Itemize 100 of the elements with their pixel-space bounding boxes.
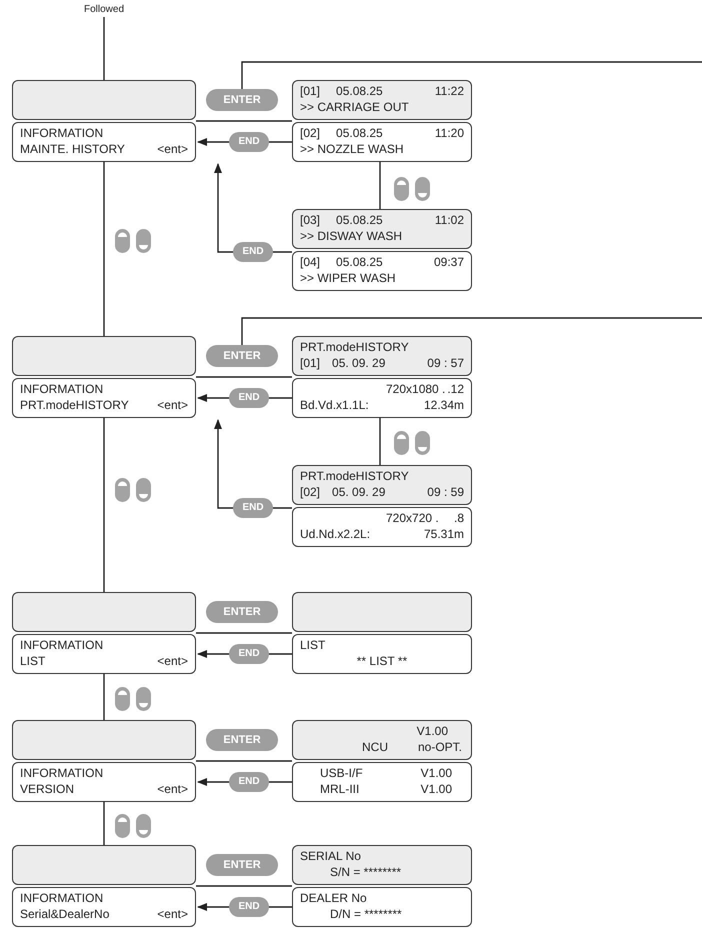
- lcd-text: >> NOZZLE WASH: [300, 141, 404, 157]
- lcd-screen: [12, 634, 196, 674]
- lcd-text: PRT.modeHISTORY: [20, 397, 129, 413]
- end-key: END: [229, 644, 269, 664]
- lcd-text: [02]: [300, 484, 320, 500]
- lcd-text: INFORMATION: [20, 637, 104, 653]
- enter-key: ENTER: [206, 854, 278, 876]
- flow-start-label: Followed: [80, 3, 128, 17]
- lcd-text: Serial&DealerNo: [20, 906, 110, 922]
- lcd-text: LIST: [20, 653, 46, 669]
- lcd-screen: [12, 887, 196, 927]
- end-key: END: [229, 772, 269, 792]
- lcd-text: no-OPT.: [418, 739, 462, 755]
- lcd-text: VERSION: [20, 781, 74, 797]
- lcd-screen: [292, 465, 472, 505]
- lcd-text: INFORMATION: [20, 765, 104, 781]
- lcd-screen: [292, 720, 472, 760]
- lcd-text: 09 : 59: [427, 484, 464, 500]
- lcd-text: [02]: [300, 125, 320, 141]
- lcd-text: 11:22: [434, 83, 464, 99]
- lcd-text: .8: [454, 510, 464, 526]
- lcd-text: 75.31m: [424, 526, 464, 542]
- lcd-screen: [12, 592, 196, 632]
- lcd-text: [03]: [300, 212, 320, 228]
- connector-line: [196, 760, 292, 762]
- connector-line: [103, 162, 105, 336]
- lcd-screen: [12, 336, 196, 376]
- lcd-text: LIST: [300, 637, 326, 653]
- connector-line: [196, 376, 292, 378]
- lcd-screen: [12, 762, 196, 802]
- end-key: END: [229, 132, 269, 152]
- lcd-screen: [292, 336, 472, 376]
- lcd-text: DEALER No: [300, 890, 367, 906]
- lcd-text: <ent>: [157, 397, 188, 413]
- lcd-text: SERIAL No: [300, 848, 361, 864]
- lcd-text: USB-I/F: [320, 765, 363, 781]
- connector-line: [241, 61, 702, 89]
- enter-key: ENTER: [206, 89, 278, 111]
- end-key: END: [229, 897, 269, 917]
- lcd-text: 720x720 .: [386, 510, 439, 526]
- lcd-screen: [292, 592, 472, 632]
- lcd-text: 11:02: [434, 212, 464, 228]
- lcd-text: 09 : 57: [427, 355, 464, 371]
- lcd-text: INFORMATION: [20, 125, 104, 141]
- lcd-text: ** LIST **: [356, 653, 408, 669]
- connector-line: [196, 120, 292, 122]
- connector-line: [379, 162, 381, 209]
- lcd-text: NCU: [362, 739, 388, 755]
- lcd-screen: [12, 845, 196, 885]
- lcd-screen: [292, 887, 472, 927]
- lcd-text: V1.00: [420, 781, 452, 797]
- lcd-text: D/N = ********: [330, 906, 402, 922]
- lcd-screen: [12, 378, 196, 418]
- enter-key: ENTER: [206, 729, 278, 751]
- lcd-text: PRT.modeHISTORY: [300, 468, 409, 484]
- enter-key: ENTER: [206, 345, 278, 367]
- end-key: END: [229, 388, 269, 408]
- lcd-text: >> CARRIAGE OUT: [300, 99, 409, 115]
- connector-line: [196, 632, 292, 634]
- lcd-text: 05.08.25: [336, 254, 383, 270]
- lcd-text: 12.34m: [424, 397, 464, 413]
- end-key: END: [233, 242, 273, 262]
- lcd-screen: [12, 720, 196, 760]
- lcd-text: <ent>: [157, 141, 188, 157]
- connector-line: [241, 317, 702, 345]
- lcd-text: 05.08.25: [336, 212, 383, 228]
- lcd-text: <ent>: [157, 781, 188, 797]
- lcd-text: 05.08.25: [336, 125, 383, 141]
- lcd-text: 05. 09. 29: [332, 484, 386, 500]
- lcd-text: Bd.Vd.x1.1L:: [300, 397, 369, 413]
- lcd-text: <ent>: [157, 906, 188, 922]
- connector-line: [103, 17, 105, 80]
- lcd-screen: [292, 634, 472, 674]
- lcd-text: >> WIPER WASH: [300, 270, 396, 286]
- lcd-text: INFORMATION: [20, 890, 104, 906]
- connector-line: [103, 418, 105, 592]
- lcd-text: MRL-III: [320, 781, 360, 797]
- lcd-text: 09:37: [434, 254, 464, 270]
- lcd-text: [01]: [300, 83, 320, 99]
- lcd-text: <ent>: [157, 653, 188, 669]
- end-key: END: [233, 498, 273, 518]
- lcd-screen: [12, 80, 196, 120]
- lcd-text: Ud.Nd.x2.2L:: [300, 526, 370, 542]
- lcd-text: INFORMATION: [20, 381, 104, 397]
- lcd-text: [04]: [300, 254, 320, 270]
- lcd-text: >> DISWAY WASH: [300, 228, 402, 244]
- connector-line: [379, 418, 381, 465]
- lcd-text: 720x1080 .: [386, 381, 446, 397]
- lcd-screen: [292, 845, 472, 885]
- lcd-screen: [292, 251, 472, 291]
- lcd-text: 05. 09. 29: [332, 355, 386, 371]
- connector-line: [103, 674, 105, 720]
- lcd-screen: [292, 507, 472, 547]
- lcd-text: 11:20: [434, 125, 464, 141]
- enter-key: ENTER: [206, 601, 278, 623]
- lcd-text: [01]: [300, 355, 320, 371]
- lcd-text: .12: [447, 381, 464, 397]
- lcd-text: V1.00: [416, 723, 448, 739]
- lcd-text: 05.08.25: [336, 83, 383, 99]
- lcd-screen: [292, 80, 472, 120]
